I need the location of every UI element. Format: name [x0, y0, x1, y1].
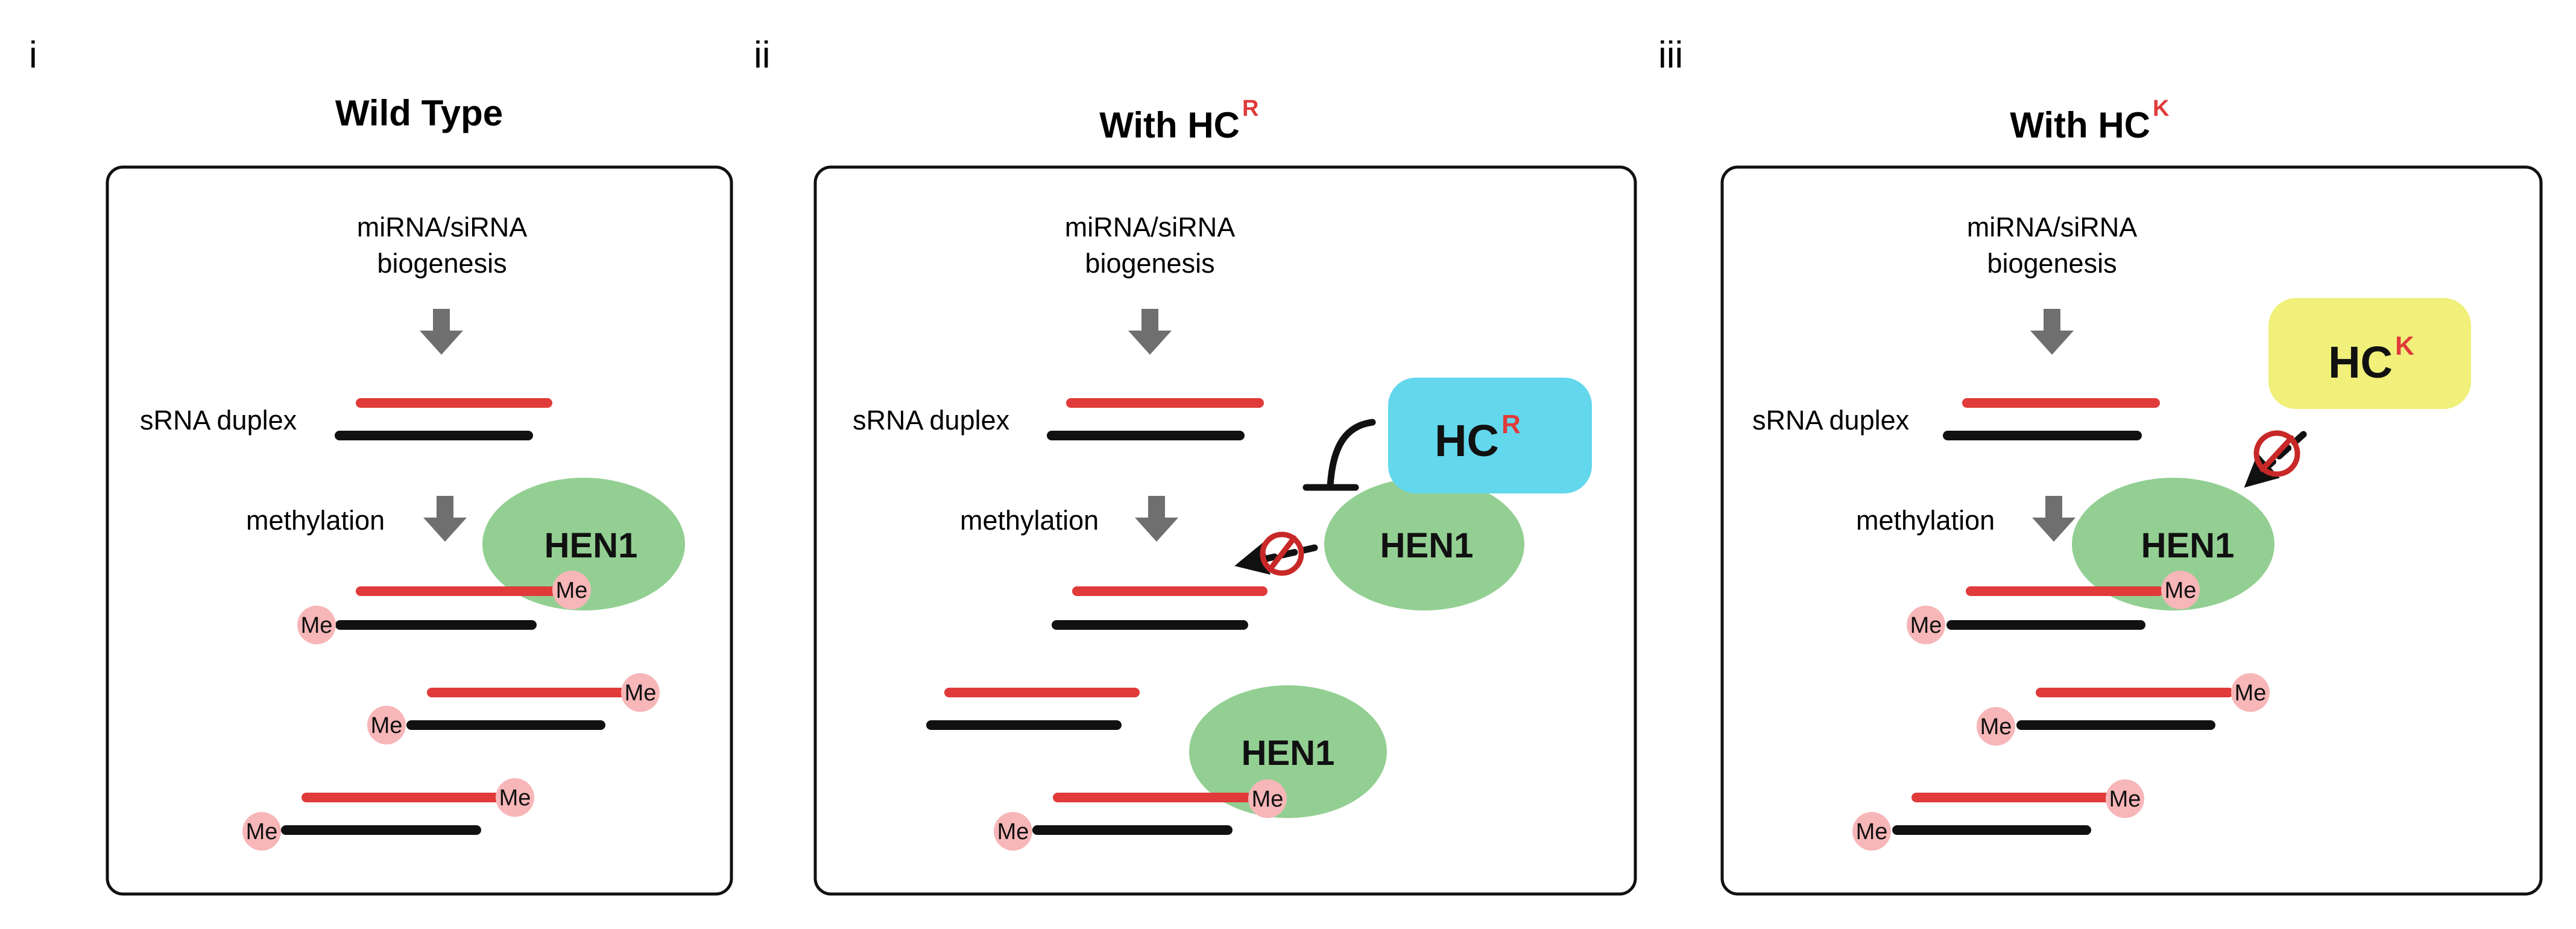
sRNA-duplex-label: sRNA duplex	[853, 405, 1010, 436]
biogenesis-label-line1: miRNA/siRNA	[1065, 212, 1236, 243]
methyl-label: Me	[625, 680, 657, 706]
sRNA-duplex-label: sRNA duplex	[140, 405, 297, 436]
methyl-label: Me	[2235, 680, 2267, 706]
methyl-group	[2106, 779, 2144, 818]
methyl-group	[496, 778, 534, 817]
methyl-label: Me	[1252, 787, 1284, 812]
panel-with-hck: iii With HC K miRNA/siRNA biogenesis HC …	[1658, 34, 2543, 896]
methyl-label: Me	[2165, 578, 2197, 603]
biogenesis-label-line2: biogenesis	[1085, 248, 1214, 279]
down-arrow-icon	[1135, 496, 1178, 542]
panel-title: Wild Type	[335, 93, 503, 133]
methyl-label: Me	[246, 819, 278, 845]
prohibited-icon	[2253, 430, 2300, 477]
methyl-label: Me	[997, 819, 1029, 845]
methylation-label: methylation	[246, 505, 385, 536]
panel-numeral: i	[29, 34, 37, 76]
panel-frame	[813, 165, 1637, 896]
hcr-suppressor	[1388, 378, 1592, 493]
down-arrow-icon	[423, 496, 467, 542]
panel-frame	[106, 165, 733, 896]
panel-numeral: iii	[1658, 34, 1683, 76]
biogenesis-label-line1: miRNA/siRNA	[1967, 212, 2138, 243]
sRNA-duplex-label: sRNA duplex	[1752, 405, 1910, 436]
panel-wild-type: i Wild Type miRNA/siRNA biogenesis sRNA …	[29, 34, 733, 896]
down-arrow-icon	[420, 309, 463, 355]
methyl-label: Me	[1856, 819, 1888, 845]
hen1-enzyme	[1189, 685, 1387, 818]
hcr-label-superscript: R	[1501, 410, 1521, 439]
methyl-group	[1852, 812, 1891, 851]
hen1-enzyme	[2072, 478, 2275, 610]
hck-suppressor	[2268, 298, 2471, 409]
panel-title-superscript: R	[1242, 96, 1258, 121]
methyl-group	[621, 673, 660, 712]
methyl-group	[242, 812, 281, 851]
hen1-label: HEN1	[1242, 734, 1335, 773]
methyl-group	[1248, 779, 1287, 818]
hen1-label: HEN1	[1380, 526, 1474, 565]
panel-numeral: ii	[754, 34, 771, 76]
hen1-label: HEN1	[2141, 526, 2235, 565]
methyl-group	[2161, 571, 2200, 609]
hen1-label: HEN1	[545, 526, 638, 565]
methyl-label: Me	[301, 613, 333, 638]
panel-title: With HC	[2010, 105, 2150, 145]
hen1-enzyme	[482, 478, 685, 610]
methyl-group	[1977, 707, 2015, 746]
methyl-label: Me	[1980, 714, 2012, 740]
methylation-label: methylation	[960, 505, 1099, 536]
methyl-label: Me	[371, 713, 403, 738]
hck-label: HC	[2328, 337, 2393, 387]
biogenesis-label-line1: miRNA/siRNA	[357, 212, 528, 243]
biogenesis-label-line2: biogenesis	[377, 248, 507, 279]
panel-title: With HC	[1099, 105, 1240, 145]
panel-frame	[1720, 165, 2543, 896]
inhibition-arc	[1327, 419, 1376, 490]
methylation-label: methylation	[1856, 505, 1995, 536]
methyl-group	[1907, 606, 1945, 644]
down-arrow-icon	[2032, 496, 2076, 542]
methyl-label: Me	[2109, 787, 2141, 812]
methyl-group	[367, 706, 406, 744]
methyl-group	[2231, 673, 2270, 712]
hcr-label: HC	[1435, 416, 1499, 466]
down-arrow-icon	[1128, 309, 1172, 355]
hen1-enzyme	[1324, 478, 1524, 610]
methyl-label: Me	[556, 578, 588, 603]
panel-with-hcr: ii With HC R miRNA/siRNA biogenesis sRNA…	[754, 34, 1637, 896]
methyl-group	[297, 606, 336, 644]
methyl-label: Me	[1910, 613, 1942, 638]
panel-title-superscript: K	[2153, 96, 2170, 121]
methyl-group	[994, 812, 1032, 851]
methyl-group	[552, 571, 591, 609]
prohibited-icon	[1260, 531, 1304, 576]
hck-label-superscript: K	[2395, 331, 2414, 361]
biogenesis-label-line2: biogenesis	[1987, 248, 2117, 279]
methyl-label: Me	[499, 785, 531, 811]
down-arrow-icon	[2030, 309, 2074, 355]
